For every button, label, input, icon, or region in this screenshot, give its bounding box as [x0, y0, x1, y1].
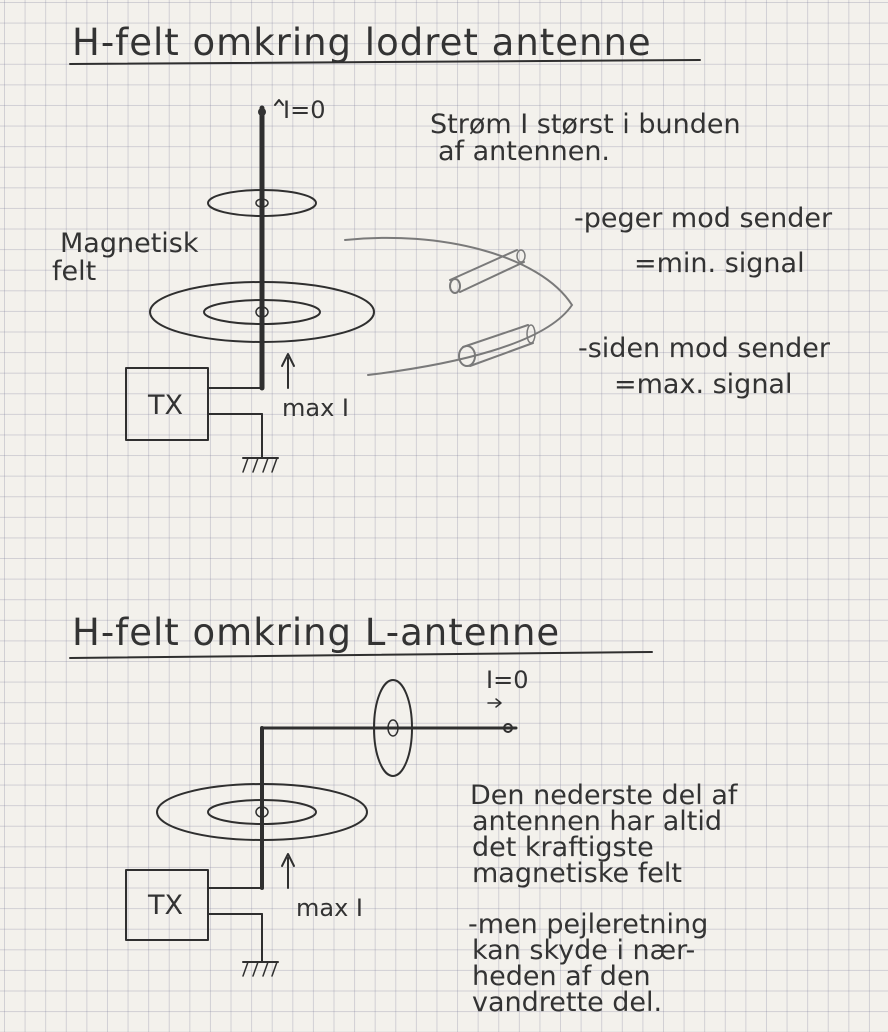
note2-line4: magnetiske felt: [472, 858, 682, 889]
ground2-icon: [242, 961, 279, 977]
field-ring-core: [255, 306, 269, 318]
field-ring-upper-core: [255, 198, 269, 208]
note3-line2: kan skyde i nær-: [472, 935, 695, 966]
tx2-box: [125, 869, 209, 941]
note2-line2: antennen har altid: [472, 806, 722, 837]
field-ring-inner: [203, 299, 321, 325]
horizontal-field-core: [387, 719, 399, 737]
note1-line1: Strøm I størst i bunden: [430, 109, 741, 140]
ground-icon: [242, 457, 279, 473]
tx-box: [125, 367, 209, 441]
note1-line2: af antennen.: [438, 136, 610, 167]
ferrite-rod-side: [458, 324, 536, 367]
tx2-label: TX: [147, 890, 183, 921]
note3-line4: vandrette del.: [472, 987, 662, 1018]
diagram-vertical-antenna: H-felt omkring lodret antenne I=0 Magnet…: [52, 21, 833, 473]
diagram1-title: H-felt omkring lodret antenne: [72, 21, 652, 64]
top-current-label: I=0: [283, 96, 325, 124]
max-current2-arrow-icon: [281, 853, 295, 889]
ferrite-rod-pointing: [449, 249, 526, 294]
max-current2-label: max I: [296, 894, 363, 922]
title2-underline: [69, 651, 653, 659]
antenna-end-tip: [503, 723, 513, 733]
horizontal-field-ring: [373, 679, 413, 777]
note3-line1: -men pejleretning: [468, 909, 708, 940]
field-ring-upper: [207, 189, 317, 217]
note2-line3: det kraftigste: [472, 832, 654, 863]
field-ring-outer: [149, 281, 375, 343]
vertical-field-ring-inner: [207, 799, 317, 825]
end-current-arrow-icon: [487, 698, 502, 708]
diagram-l-antenna: H-felt omkring L-antenne I=0 TX: [69, 611, 739, 1018]
top-current-arrow-icon: [274, 99, 284, 106]
vertical-field-ring-outer: [156, 783, 368, 841]
note3-line3: heden af den: [472, 961, 651, 992]
side-line1: -siden mod sender: [578, 333, 831, 364]
pointing-line2: =min. signal: [634, 248, 805, 279]
field-label-line2: felt: [52, 256, 96, 287]
antenna-top-tip: [258, 108, 266, 116]
diagram2-title: H-felt omkring L-antenne: [72, 611, 560, 654]
side-line2: =max. signal: [614, 369, 792, 400]
field-label-line1: Magnetisk: [60, 228, 199, 259]
field-line-curve: [344, 236, 574, 376]
end-current-label: I=0: [486, 666, 528, 694]
tx-label: TX: [147, 390, 183, 421]
note2-line1: Den nederste del af: [470, 780, 739, 811]
max-current-arrow-icon: [281, 353, 295, 389]
max-current-label: max I: [282, 394, 349, 422]
pointing-line1: -peger mod sender: [574, 203, 833, 234]
title1-underline: [69, 59, 701, 65]
vertical-field-core: [255, 806, 269, 818]
